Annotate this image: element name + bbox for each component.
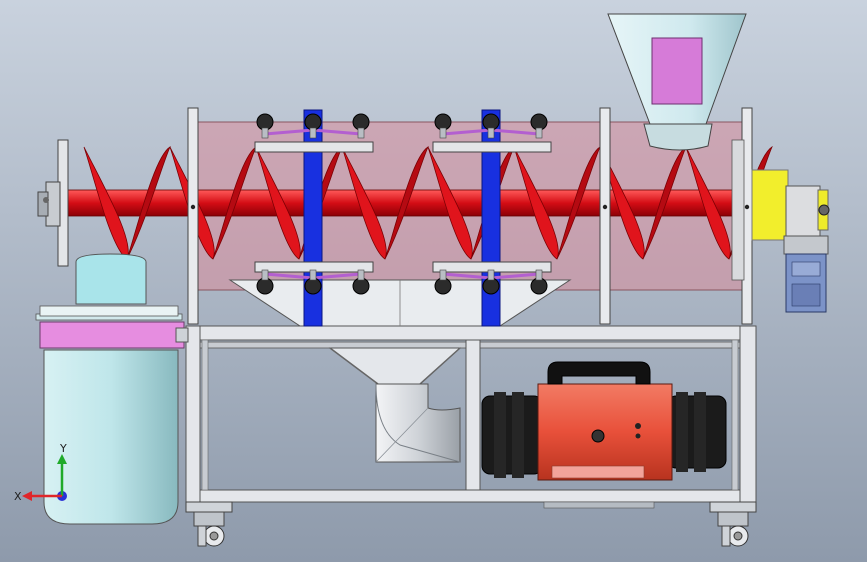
clamp-knob[interactable] — [482, 113, 500, 131]
clamp-knob[interactable] — [530, 113, 548, 131]
clamp-knob[interactable] — [434, 277, 452, 295]
feed-hopper — [607, 13, 747, 151]
clamp-knob[interactable] — [434, 113, 452, 131]
drive-motor — [731, 139, 830, 313]
triad-y-label: Y — [59, 442, 67, 455]
clamp-knob[interactable] — [256, 113, 274, 131]
clamp-stud — [535, 127, 543, 139]
clamp-stud — [261, 127, 269, 139]
clamp-stud — [309, 127, 317, 139]
clamp-knob[interactable] — [256, 277, 274, 295]
caster-wheel-right — [709, 501, 757, 547]
clamp-stud — [487, 127, 495, 139]
clamp-stud — [309, 269, 317, 281]
clamp-stud — [535, 269, 543, 281]
bearing-flange-left — [37, 139, 69, 267]
clamp-stud — [261, 269, 269, 281]
clamp-knob[interactable] — [352, 277, 370, 295]
clamp-stud — [439, 269, 447, 281]
clamp-knob[interactable] — [482, 277, 500, 295]
clamp-knob[interactable] — [304, 113, 322, 131]
clamp-knob[interactable] — [530, 277, 548, 295]
elbow-duct — [375, 383, 461, 463]
clamp-knob[interactable] — [352, 113, 370, 131]
dust-collector-tank — [35, 253, 189, 525]
coordinate-triad: Y X — [14, 442, 67, 503]
clamp-rail — [254, 141, 374, 153]
clamp-knob[interactable] — [304, 277, 322, 295]
clamp-stud — [439, 127, 447, 139]
hopper-window — [651, 37, 703, 105]
clamp-rail — [432, 141, 552, 153]
clamp-stud — [357, 269, 365, 281]
clamp-stud — [487, 269, 495, 281]
clamp-knob-assemblies — [254, 113, 552, 295]
triad-x-label: X — [14, 490, 22, 503]
support-frame — [185, 325, 757, 509]
clamp-stud — [357, 127, 365, 139]
blower-fan — [481, 361, 727, 481]
caster-wheel-left — [185, 501, 233, 547]
